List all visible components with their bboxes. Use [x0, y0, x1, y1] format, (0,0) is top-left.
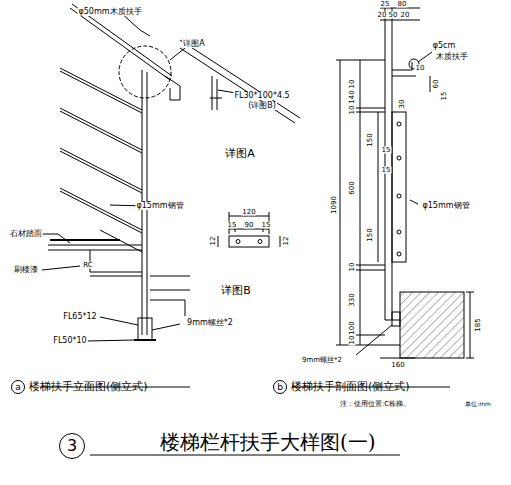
callout-label: 15 [381, 147, 392, 154]
callout-label: 15 [381, 167, 392, 174]
circle-ring: b [273, 380, 287, 394]
dimension-text: 140 [349, 89, 356, 104]
dimension-text: 12 [283, 236, 290, 247]
callout-label: φ50mm木质扶手 [77, 8, 142, 16]
callout-label: (详图B) [247, 102, 277, 110]
dimension-text: 60 [433, 79, 440, 90]
callout-label: FL50*10 [52, 337, 87, 345]
callout-label: φ15mm钢管 [135, 202, 184, 210]
dimension-text: 150 [367, 132, 374, 147]
dimension-text: 600 [349, 180, 356, 195]
dimension-text: 150 [367, 227, 374, 242]
circle-ring: a [11, 380, 25, 394]
callout-label: 25 [380, 1, 391, 8]
callout-label: 单位:mm [464, 401, 492, 407]
dimension-text: 10 [349, 335, 356, 346]
callout-label: 20 [377, 12, 388, 19]
dimension-text: 1090 [331, 195, 338, 215]
callout-label: 注：使用位置:C栋梯。 [339, 401, 411, 408]
callout-label: 90 [244, 222, 255, 229]
callout-label: 详图B [220, 285, 252, 296]
callout-label: 刷楼漆 [13, 266, 39, 274]
callout-label: 120 [241, 209, 256, 216]
callout-label: 石材踏面 [9, 230, 43, 238]
callout-label: 详图A [224, 148, 256, 159]
callout-label: φ15mm钢管 [421, 202, 470, 210]
callout-circle: 3 [59, 433, 85, 459]
callout-label: RC [82, 262, 93, 269]
view-caption: 楼梯扶手立面图(侧立式) [29, 381, 148, 392]
callout-label: 9mm螺丝*2 [186, 319, 234, 327]
callout-label: 详图A [182, 40, 205, 48]
callout-label: φ5cm [432, 42, 457, 50]
callout-label: 木质扶手 [435, 53, 469, 61]
callout-label: 9mm螺丝*2 [301, 357, 343, 364]
callout-label: 160 [390, 362, 405, 369]
callout-label: 10 [415, 65, 426, 72]
dimension-text: 330 [349, 292, 356, 307]
callout-circle: a楼梯扶手立面图(侧立式) [11, 380, 25, 394]
dimension-text: 100 [349, 320, 356, 335]
dimension-text: 10 [349, 79, 356, 90]
dimension-text: 10 [349, 105, 356, 116]
dimension-text: 185 [475, 317, 482, 332]
dimension-text: 30 [399, 99, 406, 110]
callout-label: FL65*12 [62, 313, 97, 321]
dimension-text: 15 [441, 91, 448, 102]
dimension-text: 12 [210, 236, 217, 247]
callout-label: FL30*100*4.5 [233, 92, 290, 100]
circle-number: a [15, 383, 21, 392]
dimension-text: 10 [349, 262, 356, 273]
callout-label: 15 [227, 222, 238, 229]
circle-number: 3 [67, 438, 77, 454]
callout-label: 80 [397, 1, 408, 8]
callout-label: 15 [261, 222, 272, 229]
callout-circle: b楼梯扶手剖面图(侧立式) [273, 380, 287, 394]
circle-ring: 3 [59, 433, 85, 459]
view-caption: 楼梯扶手剖面图(侧立式) [291, 381, 410, 392]
callout-label: 50 [388, 12, 399, 19]
drawing-title: 楼梯栏杆扶手大样图(一) [160, 432, 376, 452]
callout-label: 20 [400, 12, 411, 19]
circle-number: b [277, 383, 283, 392]
